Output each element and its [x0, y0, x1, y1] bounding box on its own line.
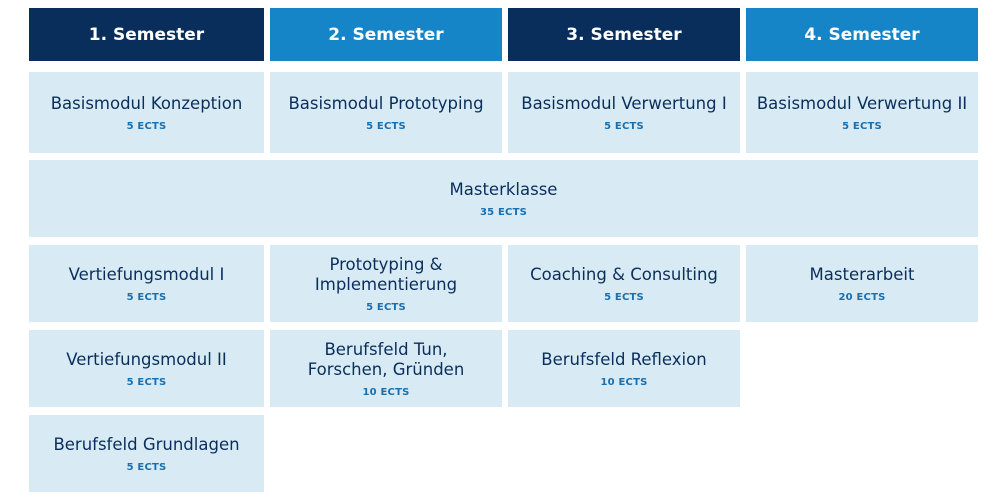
module-ects: 5 ECTS	[604, 120, 644, 132]
module-ects: 5 ECTS	[126, 376, 167, 388]
module-basismodul-prototyping: Basismodul Prototyping 5 ECTS	[270, 72, 502, 153]
module-berufsfeld-grundlagen: Berufsfeld Grundlagen 5 ECTS	[29, 415, 264, 492]
module-title: Basismodul Verwertung I	[521, 93, 727, 113]
module-ects: 5 ECTS	[842, 120, 882, 132]
module-ects: 35 ECTS	[480, 206, 527, 218]
module-title: Basismodul Prototyping	[288, 93, 484, 113]
module-title: Berufsfeld Tun, Forschen, Gründen	[307, 339, 465, 379]
module-basismodul-verwertung-1: Basismodul Verwertung I 5 ECTS	[508, 72, 740, 153]
module-prototyping-implementierung: Prototyping & Implementierung 5 ECTS	[270, 245, 502, 322]
module-title: Vertiefungsmodul I	[68, 264, 225, 284]
module-title: Basismodul Verwertung II	[756, 93, 968, 113]
module-basismodul-verwertung-2: Basismodul Verwertung II 5 ECTS	[746, 72, 978, 153]
module-basismodul-konzeption: Basismodul Konzeption 5 ECTS	[29, 72, 264, 153]
semester-header-3: 3. Semester	[508, 8, 740, 61]
module-ects: 5 ECTS	[126, 120, 167, 132]
semester-header-2: 2. Semester	[270, 8, 502, 61]
module-title: Coaching & Consulting	[530, 264, 718, 284]
module-title: Prototyping & Implementierung	[314, 254, 458, 294]
semester-header-4: 4. Semester	[746, 8, 978, 61]
module-title: Masterarbeit	[809, 264, 915, 284]
module-ects: 5 ECTS	[366, 120, 406, 132]
module-ects: 5 ECTS	[604, 291, 644, 303]
semester-header-1: 1. Semester	[29, 8, 264, 61]
module-title: Vertiefungsmodul II	[66, 349, 227, 369]
module-ects: 5 ECTS	[126, 461, 167, 473]
module-ects: 5 ECTS	[126, 291, 167, 303]
module-vertiefungsmodul-1: Vertiefungsmodul I 5 ECTS	[29, 245, 264, 322]
module-berufsfeld-tun-forschen-gruenden: Berufsfeld Tun, Forschen, Gründen 10 ECT…	[270, 330, 502, 407]
module-masterklasse: Masterklasse 35 ECTS	[29, 160, 978, 237]
module-coaching-consulting: Coaching & Consulting 5 ECTS	[508, 245, 740, 322]
module-title: Masterklasse	[449, 179, 558, 199]
module-ects: 20 ECTS	[838, 291, 886, 303]
module-title: Berufsfeld Grundlagen	[53, 434, 240, 454]
module-masterarbeit: Masterarbeit 20 ECTS	[746, 245, 978, 322]
module-berufsfeld-reflexion: Berufsfeld Reflexion 10 ECTS	[508, 330, 740, 407]
module-vertiefungsmodul-2: Vertiefungsmodul II 5 ECTS	[29, 330, 264, 407]
module-ects: 10 ECTS	[600, 376, 648, 388]
module-title: Basismodul Konzeption	[50, 93, 243, 113]
module-ects: 5 ECTS	[366, 301, 406, 313]
module-title: Berufsfeld Reflexion	[541, 349, 707, 369]
module-ects: 10 ECTS	[362, 386, 410, 398]
